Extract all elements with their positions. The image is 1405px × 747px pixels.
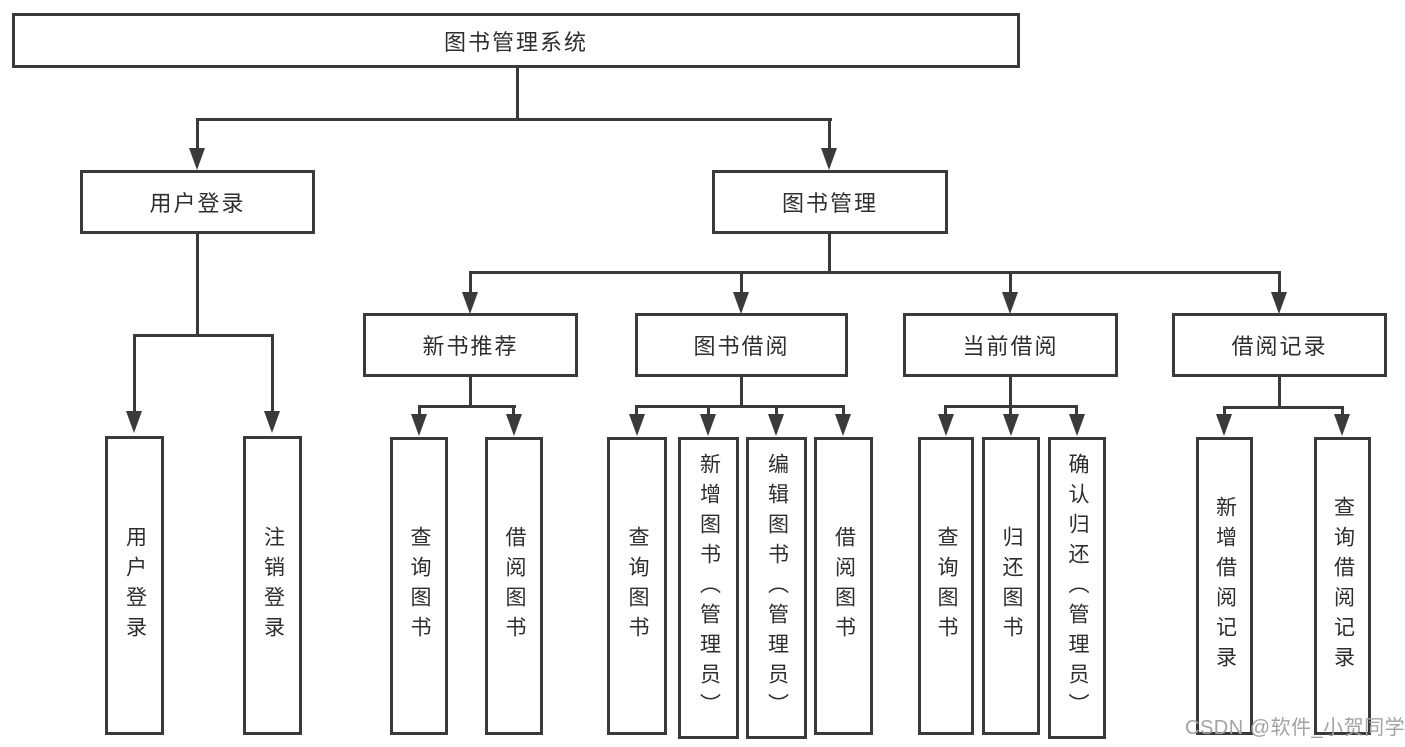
- arrowhead-down-icon: [835, 414, 851, 436]
- connector-stem: [196, 120, 199, 150]
- connector-hline: [196, 118, 832, 121]
- node-cb-return-books: 归还图书: [982, 437, 1040, 735]
- connector-stem: [828, 120, 831, 150]
- node-nbr-query-books: 查询图书: [390, 437, 448, 735]
- connector-vline: [516, 68, 519, 120]
- connector-hline: [944, 405, 1078, 408]
- connector-stem: [512, 408, 515, 416]
- connector-stem: [775, 408, 778, 416]
- connector-stem: [1009, 408, 1012, 416]
- connector-stem: [944, 408, 947, 416]
- node-br-add-record: 新增借阅记录: [1196, 437, 1253, 735]
- node-user-login: 用户登录: [80, 170, 315, 234]
- connector-hline: [635, 405, 845, 408]
- node-book-management: 图书管理: [712, 170, 948, 234]
- arrowhead-down-icon: [126, 411, 142, 433]
- connector-vline: [1009, 377, 1012, 407]
- arrowhead-down-icon: [733, 292, 749, 314]
- connector-hline: [1223, 406, 1344, 409]
- connector-vline: [469, 377, 472, 407]
- node-logout: 注销登录: [243, 436, 302, 735]
- arrowhead-down-icon: [768, 414, 784, 436]
- connector-stem: [133, 336, 136, 412]
- arrowhead-down-icon: [700, 414, 716, 436]
- connector-stem: [271, 336, 274, 412]
- arrowhead-down-icon: [1216, 414, 1232, 436]
- arrowhead-down-icon: [1002, 292, 1018, 314]
- connector-vline: [196, 234, 199, 336]
- node-nbr-borrow-books: 借阅图书: [485, 437, 543, 735]
- connector-stem: [469, 273, 472, 294]
- node-book-management-system: 图书管理系统: [12, 13, 1020, 68]
- connector-hline: [418, 405, 516, 408]
- node-cb-confirm-return-admin: 确认归还（管理员）: [1048, 437, 1106, 739]
- arrowhead-down-icon: [462, 292, 478, 314]
- arrowhead-down-icon: [629, 414, 645, 436]
- node-br-query-record: 查询借阅记录: [1314, 437, 1371, 735]
- connector-stem: [1278, 273, 1281, 294]
- connector-stem: [1223, 409, 1226, 416]
- arrowhead-down-icon: [1003, 414, 1019, 436]
- connector-stem: [740, 273, 743, 294]
- node-bb-edit-books-admin: 编辑图书（管理员）: [746, 437, 807, 739]
- connector-stem: [1075, 408, 1078, 416]
- node-cb-query-books: 查询图书: [918, 437, 974, 735]
- node-bb-borrow-books: 借阅图书: [814, 437, 873, 735]
- connector-hline: [469, 271, 1281, 274]
- node-current-borrowing: 当前借阅: [903, 313, 1118, 377]
- connector-stem: [635, 408, 638, 416]
- node-borrow-records: 借阅记录: [1172, 313, 1387, 377]
- connector-stem: [842, 408, 845, 416]
- node-new-book-recommend: 新书推荐: [363, 313, 578, 377]
- node-book-borrowing: 图书借阅: [635, 313, 848, 377]
- connector-vline: [740, 377, 743, 407]
- node-user-login-leaf: 用户登录: [105, 436, 164, 735]
- arrowhead-down-icon: [821, 148, 837, 170]
- arrowhead-down-icon: [264, 411, 280, 433]
- arrowhead-down-icon: [1271, 292, 1287, 314]
- connector-stem: [707, 408, 710, 416]
- connector-vline: [1278, 377, 1281, 408]
- connector-vline: [828, 234, 831, 273]
- arrowhead-down-icon: [506, 414, 522, 436]
- connector-stem: [418, 408, 421, 416]
- arrowhead-down-icon: [411, 414, 427, 436]
- watermark-text: CSDN @软件_小贺同学: [1185, 717, 1405, 739]
- node-bb-query-books: 查询图书: [607, 437, 667, 735]
- arrowhead-down-icon: [189, 148, 205, 170]
- node-bb-add-books-admin: 新增图书（管理员）: [678, 437, 739, 739]
- arrowhead-down-icon: [938, 414, 954, 436]
- arrowhead-down-icon: [1069, 414, 1085, 436]
- arrowhead-down-icon: [1334, 414, 1350, 436]
- connector-stem: [1341, 409, 1344, 416]
- connector-stem: [1009, 273, 1012, 294]
- connector-hline: [133, 334, 274, 337]
